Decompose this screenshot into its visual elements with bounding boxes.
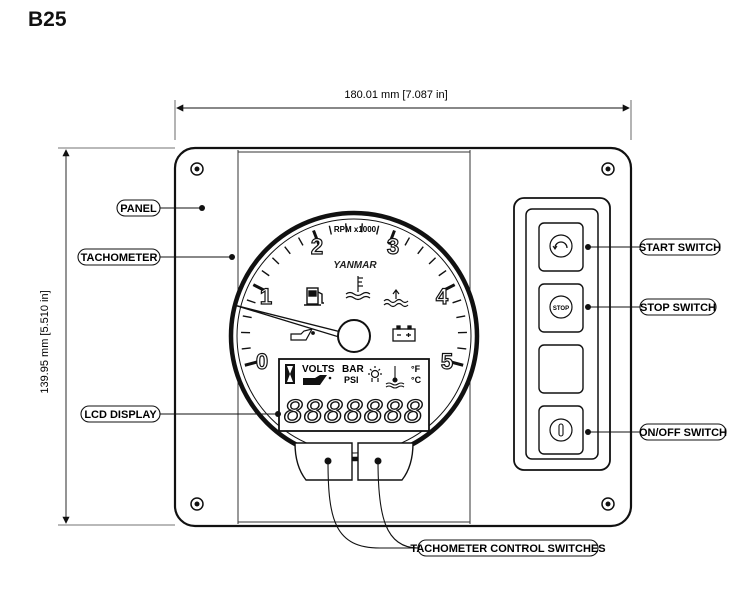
on-off-switch-callout: ON/OFF SWITCH [639, 427, 727, 439]
tachometer-control-switches-callout: TACHOMETER CONTROL SWITCHES [410, 543, 605, 555]
tachometer: RPM x1000 YANMAR 0 1 2 3 4 5 [228, 210, 480, 481]
rpm-number-2: 2 [311, 234, 323, 259]
major-tick [440, 283, 456, 293]
oil-pressure-lcd-icon [303, 375, 332, 385]
minor-tick [438, 269, 447, 277]
major-tick [448, 359, 464, 367]
water-in-fuel-icon [383, 289, 409, 308]
callouts: PANEL TACHOMETER LCD DISPLAY START SWITC… [77, 199, 727, 557]
coolant-temp-icon [345, 276, 371, 301]
start-switch[interactable] [538, 222, 584, 272]
minor-tick [328, 225, 332, 235]
minor-tick [345, 223, 348, 233]
minor-tick [261, 269, 270, 277]
minor-tick [242, 315, 252, 319]
lcd-psi-label: PSI [344, 375, 359, 385]
start-switch-callout: START SWITCH [639, 242, 721, 254]
stop-button-label: STOP [553, 306, 569, 312]
power-icon [558, 423, 564, 437]
blank-switch [538, 344, 584, 394]
switch-module: STOP [513, 197, 611, 471]
stop-switch-callout: STOP SWITCH [640, 302, 716, 314]
stop-switch[interactable]: STOP [538, 283, 584, 333]
fuel-pump-icon [304, 287, 324, 306]
lcd-coolant-icon [385, 366, 405, 389]
panel-callout: PANEL [120, 203, 157, 215]
minor-tick [376, 225, 380, 235]
rpm-scale-label: RPM x1000 [334, 225, 377, 234]
lcd-deg-f-label: °F [411, 364, 421, 374]
rpm-number-5: 5 [441, 349, 453, 374]
lcd-bar-label: BAR [342, 364, 364, 375]
major-tick [244, 359, 260, 367]
tachometer-ticks [241, 223, 467, 367]
lcd-display: VOLTS BAR PSI [278, 358, 430, 432]
tachometer-control-switches-callout-box [417, 539, 599, 557]
tachometer-callout: TACHOMETER [81, 252, 158, 264]
width-dimension-label: 180.01 mm [7.087 in] [344, 89, 447, 101]
lcd-volts-label: VOLTS [302, 364, 335, 375]
minor-tick [404, 237, 411, 246]
lcd-display-callout: LCD DISPLAY [84, 409, 157, 421]
minor-tick [246, 299, 256, 304]
minor-tick [456, 315, 466, 319]
minor-tick [428, 257, 437, 265]
tachometer-control-switch-left[interactable] [294, 442, 353, 481]
major-tick [252, 283, 268, 293]
major-tick [312, 229, 321, 246]
minor-tick [284, 246, 291, 255]
minor-tick [452, 299, 462, 304]
minor-tick [457, 347, 467, 350]
lcd-seven-segment-digits: 8888888 [284, 395, 424, 430]
height-dimension: 139.95 mm [5.510 in] [39, 147, 175, 526]
hourglass-icon [285, 364, 295, 384]
height-dimension-label: 139.95 mm [5.510 in] [39, 290, 51, 393]
battery-icon [392, 325, 416, 342]
minor-tick [271, 257, 280, 265]
on-off-switch[interactable] [538, 405, 584, 455]
start-icon [554, 241, 568, 249]
lcd-deg-c-label: °C [411, 375, 422, 385]
minor-tick [417, 246, 424, 255]
brand-logo: YANMAR [333, 260, 377, 271]
minor-tick [360, 223, 363, 233]
rpm-number-1: 1 [260, 284, 272, 309]
rpm-number-3: 3 [387, 234, 399, 259]
minor-tick [297, 237, 304, 246]
rpm-number-0: 0 [256, 349, 268, 374]
tachometer-control-switch-right[interactable] [357, 442, 414, 481]
glow-plug-icon [368, 366, 382, 382]
major-tick [387, 229, 396, 246]
width-dimension: 180.01 mm [7.087 in] [174, 89, 632, 140]
minor-tick [241, 347, 251, 350]
needle-hub [337, 319, 371, 353]
rpm-number-4: 4 [436, 284, 449, 309]
figure-id: B25 [28, 8, 67, 31]
